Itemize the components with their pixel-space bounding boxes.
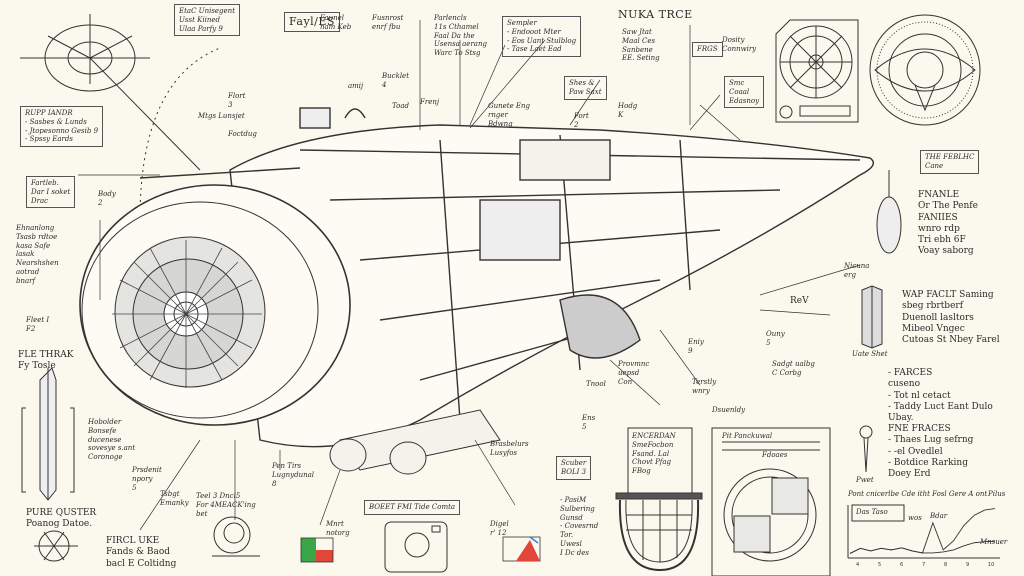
label-fircl-uke: FIRCL UKE Fands & Baod bacl E Coltidng	[106, 536, 177, 569]
label-sadgt: Sadgt ualbg C Corbg	[772, 360, 815, 377]
fne-probe	[859, 425, 873, 473]
pure-quster-wheel	[34, 530, 78, 562]
label-rupp: RUPP IANDR - Sasbes & Lunds - Jtopesonno…	[20, 106, 104, 147]
boeet-device	[384, 521, 448, 573]
engine-ring	[79, 184, 351, 426]
label-tool: Tnool	[586, 380, 606, 388]
label-smc: Smc Coaal Edasnoy	[724, 76, 765, 109]
label-brasbelurs: Brasbelurs Lusyfos	[490, 440, 529, 457]
label-fle-thrak: FLE THRAK Fy Tosle	[18, 350, 74, 372]
fan-panel	[775, 19, 859, 123]
label-sempler: Sempler - Endooot Mter - Eos Uant Stulbl…	[502, 16, 582, 57]
chart-small-label: wos	[908, 514, 922, 522]
chart-frame	[847, 504, 1000, 559]
label-nuka: NUKA TRCE	[618, 8, 693, 21]
label-ens: Ens 5	[582, 414, 596, 431]
chart-xtick: 7	[922, 562, 925, 568]
label-frgs: FRGS	[692, 42, 723, 57]
label-fne-faces: FNE FRACES - Thaes Lug sefrng - -el Oved…	[888, 424, 974, 479]
circle-panel	[711, 427, 831, 576]
label-shes: Shes & Paw Saxt	[564, 76, 607, 100]
chart-xtick: 9	[966, 562, 969, 568]
fnanle-pod	[876, 170, 902, 254]
label-provmer: Provmnc uepsd Con	[618, 360, 650, 386]
label-terb: Terstly wnry	[692, 378, 717, 395]
label-digel: Digel r' 12	[490, 520, 509, 537]
label-nicuna: Nicuna erg	[844, 262, 870, 279]
label-emil: Eniy 9	[688, 338, 704, 355]
label-prsdenit: Prsdenit npory 5	[132, 466, 162, 492]
leader-lines	[78, 20, 861, 531]
label-the-fefl: THE FEBLHC Cane	[920, 150, 980, 174]
chart-lines: 4 5 6 7 8 9 10	[849, 508, 996, 568]
chart-legend-bdar: Bdar	[930, 512, 948, 520]
label-scuber: Scuber BOLI 3	[556, 456, 592, 480]
chart-xtick: 6	[900, 562, 903, 568]
label-fusnrost: Fusnrost enrf fbu	[372, 14, 404, 31]
label-ouny: Ouny 5	[766, 330, 785, 347]
eye-compass	[869, 14, 981, 126]
red-triangle	[516, 540, 540, 561]
chart-legend-mnsuer: Mnsuer	[980, 538, 1008, 546]
green-swatch	[301, 538, 316, 562]
wap-prism	[861, 285, 883, 349]
label-fartleb: Fartleb. Dar I soket Drac	[26, 176, 76, 209]
chart-legend-pilus: Pilus	[988, 490, 1006, 498]
label-fnanle: FNANLE Or The Penfe FANIIES wnro rdp Tri…	[918, 190, 978, 257]
spaceship-hull	[139, 107, 874, 448]
label-hobolder: Hobolder Bonsefe ducenese sovesye s.ant …	[88, 418, 136, 461]
label-frenj: Frenj	[420, 98, 440, 106]
label-bnlert: Dsuenldy	[712, 406, 746, 414]
label-foctal: Foctdug	[228, 130, 257, 138]
chart-box-label: Das Taso	[856, 508, 888, 516]
label-toad: Toad	[392, 102, 409, 110]
label-boeet: BOEET FMI Tide Comta	[364, 500, 461, 515]
chart-xtick: 5	[878, 562, 881, 568]
label-dosity: Dosity Connwiry	[722, 36, 757, 53]
label-title-box: Fayl/ES	[284, 12, 340, 32]
chart-xtick: 4	[856, 562, 859, 568]
orbit-diagram	[20, 14, 201, 171]
label-pen-tirs: Pen Tirs Lugnydunal 8	[272, 462, 315, 488]
label-rev: ReV	[790, 296, 809, 306]
label-circle-panel-sub: Fdoaes	[762, 451, 788, 459]
label-body: Body 2	[98, 190, 116, 207]
label-nuka-sub: Saw Jtat Maal Ces Sanbene EE. Seting	[622, 28, 660, 63]
label-parlencls: Parlencls 11s Cthamel Faal Da the Usensa…	[434, 14, 487, 57]
label-encerdan: ENCERDAN SmeFocbon Fsand. Lal Chovt Pfag…	[632, 432, 676, 475]
label-tsbgt: Tsbgt Emanky	[160, 490, 189, 507]
label-missile: Mtgs Lunsjet	[198, 112, 245, 120]
label-teel: Teel 3 Dncl5 For 4MEACK'ing bet	[196, 492, 256, 518]
label-bucklet: Bucklet 4	[382, 72, 410, 89]
label-hodg: Hodg K	[618, 102, 638, 119]
label-amjy: amij	[348, 82, 364, 90]
label-uate: Uate Shet	[852, 350, 888, 358]
label-pwet: Pwet	[856, 476, 874, 484]
label-fannel: Faunel nam Keb	[320, 14, 352, 31]
red-swatch	[316, 550, 333, 562]
label-enhancing: Ehnanlong Tsasb rdtoe kasa Safe lasak Ne…	[16, 224, 59, 285]
label-pure-quster: PURE QUSTER Poanog Datoe.	[26, 508, 97, 530]
label-fleet: Fleet I F2	[26, 316, 50, 333]
label-circle-panel-title: Pit Panckuwal	[722, 432, 773, 440]
chart-series-mnsuer	[849, 540, 996, 554]
chart-caption: Pont cnicerlbe Cde itht Fosl Gere A ont	[848, 490, 988, 498]
label-etac: EtaC Unisegent Usst Kiined Ulaa Parfy 9	[174, 4, 241, 37]
label-pasik: - PasiM Sulbering Gunsd - Covesrnd Tor. …	[560, 496, 599, 557]
lower-thrusters	[329, 409, 501, 475]
label-faces: - FARCES cuseno - Tot nl cetact - Taddy …	[888, 368, 993, 423]
label-wap-facl: WAP FACLT Saming sbeg rbrtberf Duenoll l…	[902, 290, 1000, 345]
teel-circle	[212, 516, 260, 557]
fle-thrak-component	[21, 367, 75, 501]
chart-xtick: 8	[944, 562, 947, 568]
label-fort: Fort 2	[574, 112, 589, 129]
chart-xtick: 10	[988, 562, 994, 568]
label-gunete: Gunete Eng rnger Bdwng	[488, 102, 531, 128]
label-flort: Flort 3	[228, 92, 246, 109]
label-mnrt: Mnrt notorg	[326, 520, 350, 537]
encerdan-vessel	[615, 427, 703, 572]
